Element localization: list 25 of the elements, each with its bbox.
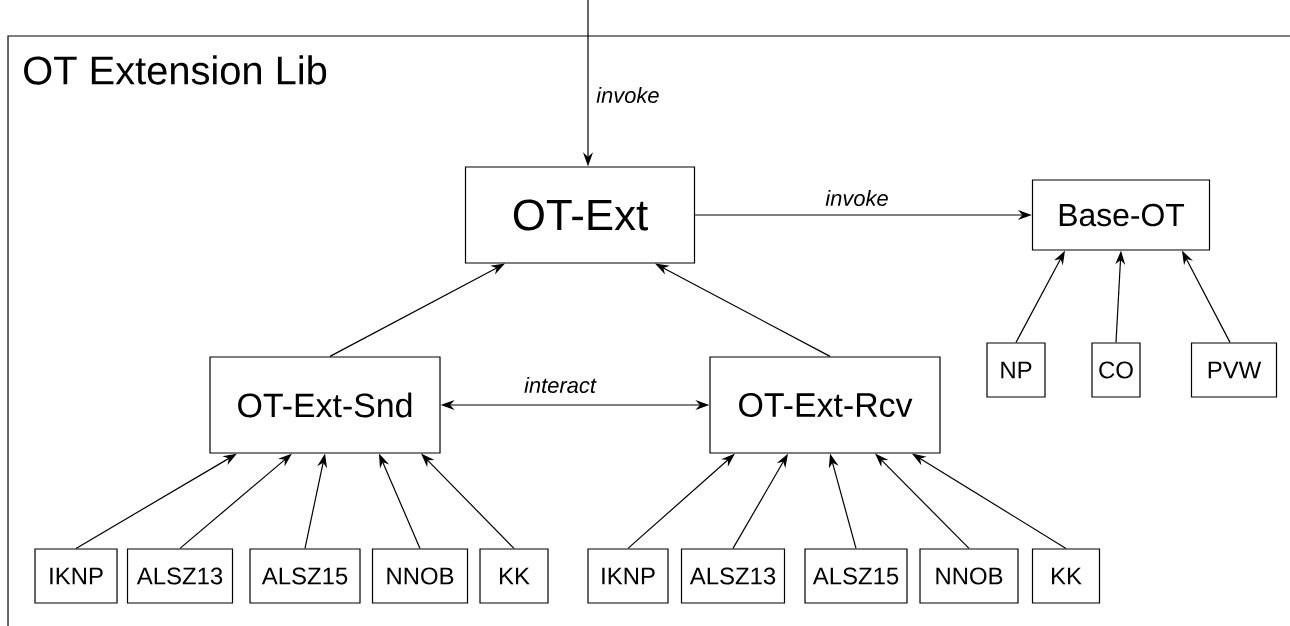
module-box: OT-Ext-Snd — [209, 356, 441, 454]
algorithm-box: KK — [479, 548, 549, 604]
algorithm-box: ALSZ15 — [804, 548, 908, 604]
module-box: Base-OT — [1031, 179, 1211, 251]
algorithm-box: IKNP — [34, 548, 118, 604]
arrow — [329, 263, 505, 357]
algorithm-box: KK — [1031, 548, 1101, 604]
edge-label: invoke — [823, 187, 891, 209]
edge-label: interact — [522, 374, 598, 396]
algorithm-box: ALSZ13 — [126, 548, 234, 604]
algorithm-box: NNOB — [371, 548, 469, 604]
module-box: OT-Ext — [464, 166, 696, 264]
edge-label: invoke — [594, 84, 662, 106]
algorithm-box: PVW — [1190, 342, 1278, 398]
algorithm-box: ALSZ13 — [680, 548, 786, 604]
algorithm-box: ALSZ15 — [249, 548, 361, 604]
arrow — [912, 453, 1067, 549]
module-box: OT-Ext-Rcv — [709, 356, 941, 454]
algorithm-box: NNOB — [919, 548, 1019, 604]
frame-title: OT Extension Lib — [24, 55, 327, 85]
algorithm-box: CO — [1091, 342, 1141, 398]
arrow — [75, 453, 237, 549]
container-frame — [7, 35, 1290, 626]
algorithm-box: IKNP — [587, 548, 669, 604]
algorithm-box: NP — [986, 342, 1046, 398]
